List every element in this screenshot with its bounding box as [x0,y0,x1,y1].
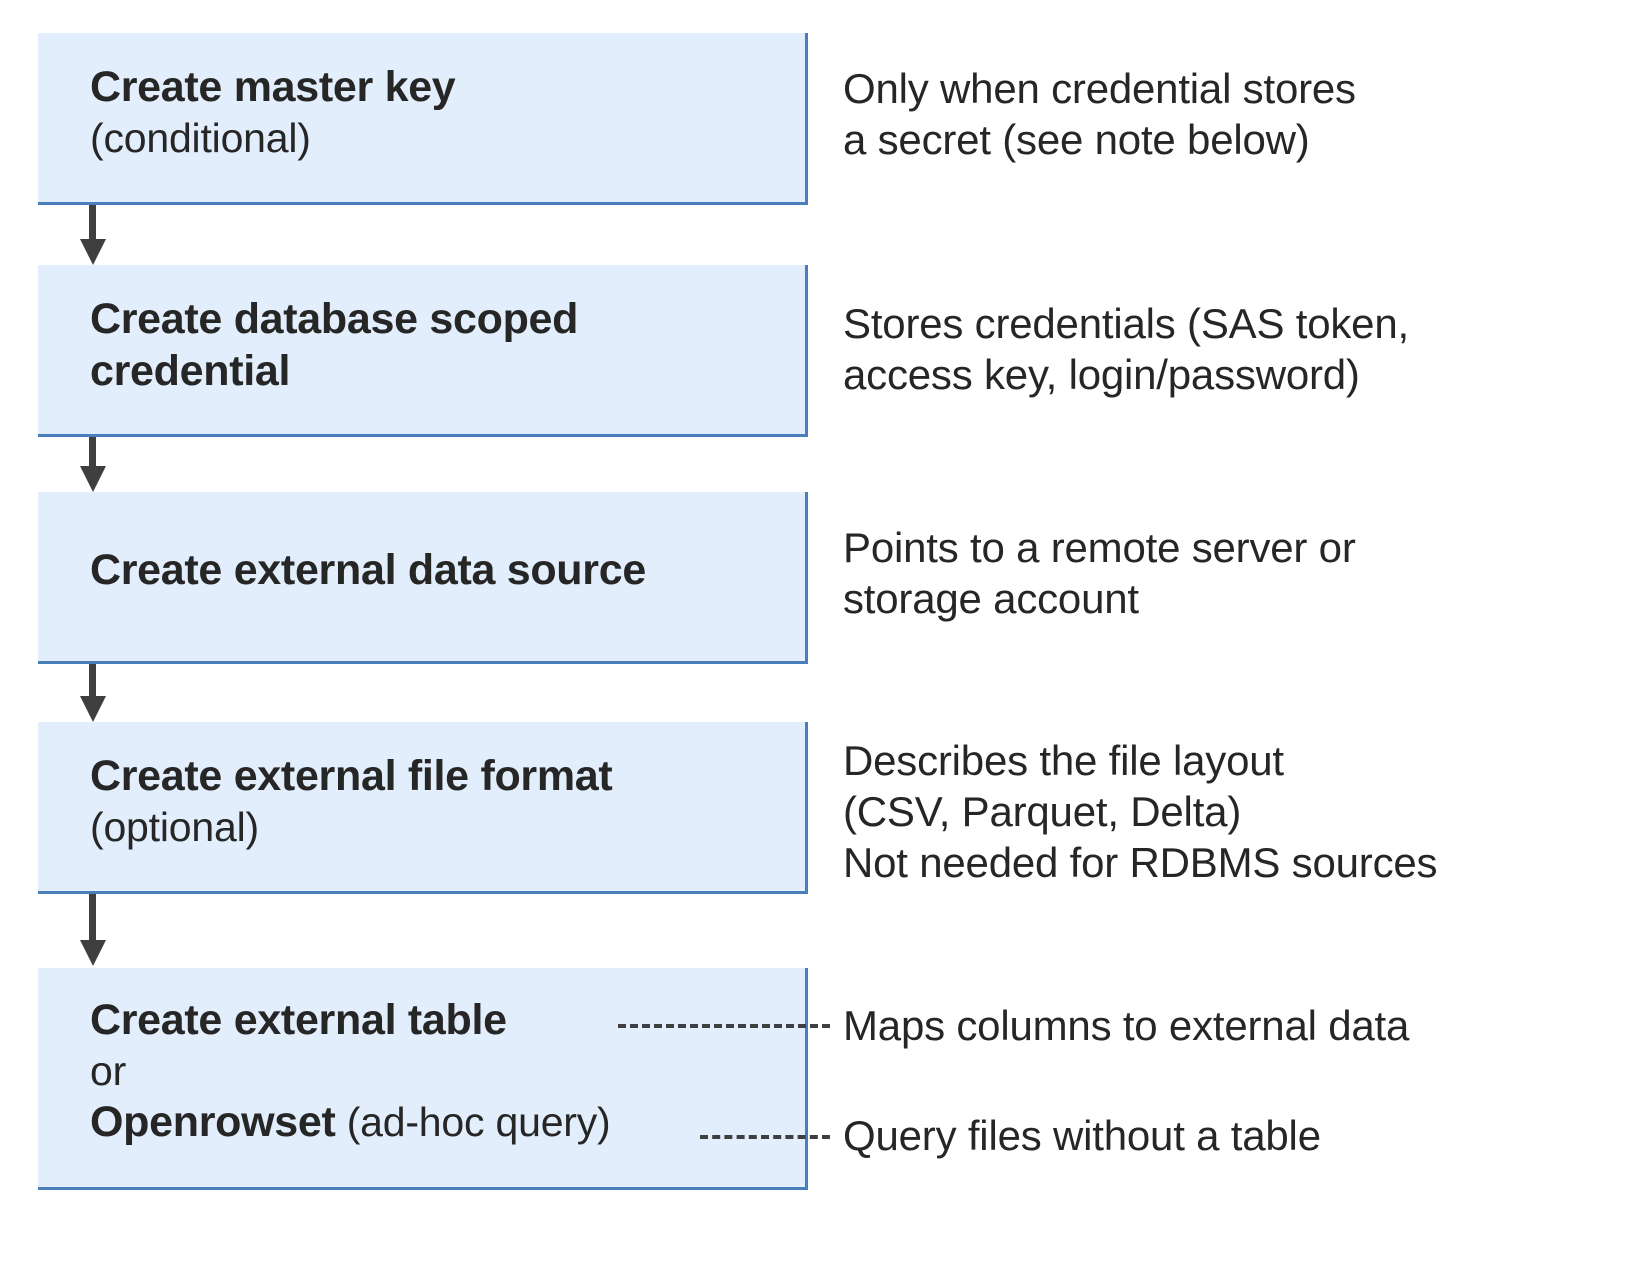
flow-box-openrowset-suffix: (ad-hoc query) [335,1099,611,1146]
arrow-down-icon-4 [80,894,106,968]
flow-box-text: Create external file format (optional) [90,750,791,852]
description-create-external-file-format: Describes the file layout (CSV, Parquet,… [843,737,1438,887]
dashed-connector-openrowset [700,1135,830,1139]
arrow-head [80,696,106,722]
flow-box-text: Create database scoped credential [90,293,791,398]
flow-box-subtitle: (conditional) [90,115,311,162]
flow-box-title-external-table: Create external table [90,996,507,1044]
flow-box-title: Create master key [90,63,456,111]
flow-box-connector-or: or [90,1048,127,1095]
dashed-connector-external-table [618,1024,830,1028]
flow-box-text: Create master key (conditional) [90,61,791,163]
arrow-down-icon-1 [80,205,106,265]
description-openrowset: Query files without a table [843,1112,1321,1159]
flow-box-create-master-key[interactable]: Create master key (conditional) [38,33,808,205]
arrow-down-icon-2 [80,437,106,492]
arrow-down-icon-3 [80,664,106,722]
description-create-external-data-source: Points to a remote server or storage acc… [843,524,1356,623]
arrow-shaft [89,205,96,241]
description-create-database-scoped-credential: Stores credentials (SAS token, access ke… [843,300,1409,399]
flow-box-create-external-data-source[interactable]: Create external data source [38,492,808,664]
flow-box-title: Create external data source [90,546,646,594]
arrow-shaft [89,894,96,942]
flow-box-create-external-table-or-openrowset[interactable]: Create external table or Openrowset (ad-… [38,968,808,1190]
flow-box-title: Create database scoped credential [90,295,579,396]
flow-box-title-openrowset-line: Openrowset (ad-hoc query) [90,1096,791,1148]
flow-box-title: Create external file format [90,752,613,800]
arrow-head [80,940,106,966]
description-create-external-table: Maps columns to external data [843,1002,1410,1049]
flow-box-create-database-scoped-credential[interactable]: Create database scoped credential [38,265,808,437]
flow-box-text: Create external data source [90,544,791,596]
arrow-head [80,239,106,265]
arrow-head [80,466,106,492]
flow-box-create-external-file-format[interactable]: Create external file format (optional) [38,722,808,894]
description-create-master-key: Only when credential stores a secret (se… [843,65,1356,164]
flow-box-text: Create external table or Openrowset (ad-… [90,994,791,1149]
flow-box-subtitle: (optional) [90,804,259,851]
arrow-shaft [89,664,96,698]
flow-box-title-openrowset: Openrowset [90,1098,336,1147]
arrow-shaft [89,437,96,468]
